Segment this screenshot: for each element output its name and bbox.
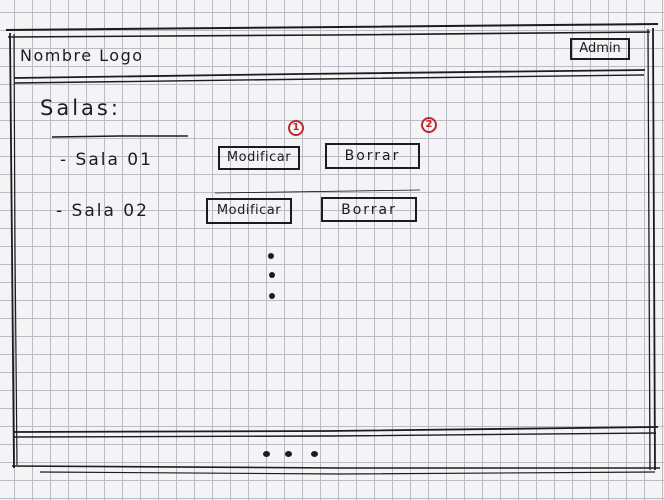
- ellipsis-dot: [311, 451, 318, 457]
- annotation-marker-1: 1: [288, 120, 304, 136]
- ellipsis-dot: [268, 253, 274, 259]
- ellipsis-dot: [263, 451, 270, 457]
- delete-room-button[interactable]: Borrar: [325, 143, 420, 169]
- delete-room-button[interactable]: Borrar: [321, 197, 417, 222]
- room-item-sala-02: - Sala 02: [56, 201, 149, 221]
- ellipsis-dot: [269, 272, 275, 278]
- logo-text: Nombre Logo: [20, 46, 144, 65]
- annotation-marker-2: 2: [421, 117, 437, 133]
- room-item-sala-01: - Sala 01: [60, 150, 153, 170]
- admin-button[interactable]: Admin: [570, 38, 630, 60]
- edit-room-button[interactable]: Modificar: [206, 198, 292, 224]
- page-title: Salas:: [40, 96, 121, 120]
- ellipsis-dot: [285, 451, 292, 457]
- edit-room-button[interactable]: Modificar: [218, 146, 300, 170]
- ellipsis-dot: [269, 293, 275, 299]
